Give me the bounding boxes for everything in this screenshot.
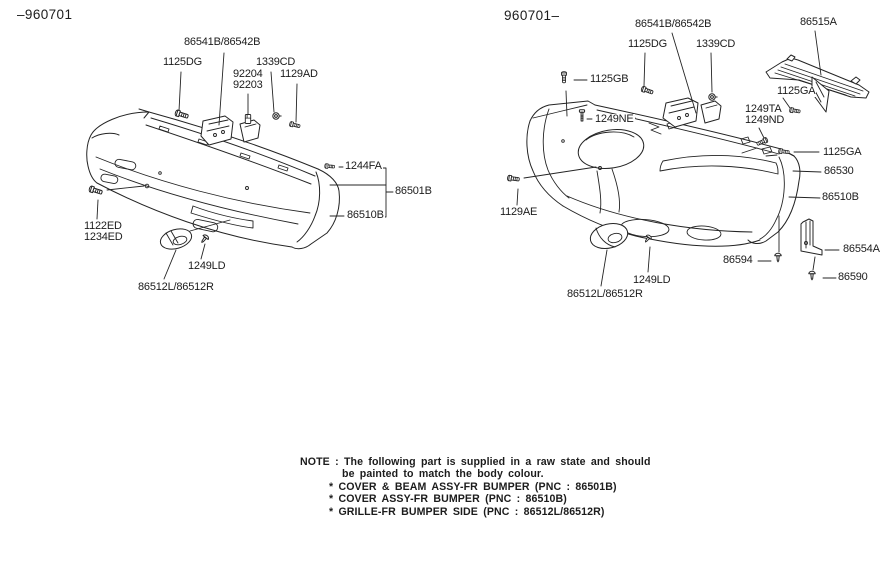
bolt-icon-1125GA-side [777,148,790,156]
screw-icon-86594 [774,252,782,263]
left-leader-lines [96,52,394,280]
left-bracket-86541B [200,115,261,146]
part-label-86510B-right: 86510B [821,191,860,203]
right-bumper-art [526,54,870,256]
part-label-1125DG-right: 1125DG [627,38,668,50]
part-label-1125GA-side: 1125GA [822,146,863,158]
part-label-92204: 92204 [232,68,264,80]
part-label-1125GA-top: 1125GA [776,85,817,97]
part-label-86541B-86542B-right: 86541B/86542B [634,18,713,30]
left-bumper-art [86,108,340,250]
part-label-86594: 86594 [722,254,754,266]
left-side-grille-86512 [159,228,193,250]
right-side-grille-86512 [589,222,629,250]
screw-icon-1249LD-left [198,233,211,245]
part-label-1249TA: 1249TA [744,103,783,115]
bolt-icon-1125GA-top [788,107,801,115]
part-label-86541B-86542B-left: 86541B/86542B [183,36,262,48]
part-label-1234ED: 1234ED [83,231,124,243]
bracket-86554A [800,218,823,256]
part-label-1122ED: 1122ED [83,220,123,232]
part-label-1129AE: 1129AE [499,206,539,218]
note-item-86501B: * COVER & BEAM ASSY-FR BUMPER (PNC : 865… [329,481,617,493]
part-label-86590: 86590 [837,271,869,283]
right-bracket-86541B [662,97,722,128]
rail-86515A [765,54,870,113]
right-diagram-date-code: 960701– [504,8,560,23]
part-label-1244FA: 1244FA [344,160,383,172]
part-label-1249LD-left: 1249LD [187,260,227,272]
part-label-1339CD-right: 1339CD [695,38,737,50]
left-diagram-date-code: –960701 [17,7,73,22]
pin-icon-1249NE [578,109,586,122]
part-label-1125DG-left: 1125DG [162,56,203,68]
note-item-86510B: * COVER ASSY-FR BUMPER (PNC : 86510B) [329,493,567,505]
right-leader-lines [516,30,840,287]
bolt-icon-1125GB [561,71,567,84]
part-label-86530: 86530 [823,165,855,177]
bolt-icon-1122ED [88,185,104,196]
nut-icon-1339CD [272,112,282,120]
bolt-icon-1125DG-right [640,85,655,96]
part-label-1339CD-left: 1339CD [255,56,297,68]
note-line-2: be painted to match the body colour. [342,468,544,480]
part-label-1125GB: 1125GB [589,73,630,85]
part-label-86554A: 86554A [842,243,881,255]
part-label-1249NE: 1249NE [594,113,635,125]
note-item-86512: * GRILLE-FR BUMPER SIDE (PNC : 86512L/86… [329,506,605,518]
part-label-86510B-left: 86510B [346,209,385,221]
part-label-1249ND: 1249ND [744,114,786,126]
screw-icon-1249LD-right [642,233,653,245]
part-label-86512L-86512R-right: 86512L/86512R [566,288,644,300]
part-label-92203: 92203 [232,79,264,91]
note-line-1: NOTE : The following part is supplied in… [300,456,651,468]
part-label-86515A: 86515A [799,16,838,28]
nut-icon-1339CD-right [708,93,718,101]
bolt-icon-1129AE [506,174,521,183]
part-label-86512L-86512R-left: 86512L/86512R [137,281,215,293]
part-label-1129AD: 1129AD [279,68,319,80]
clip-icon-92204 [244,114,252,124]
part-label-1249LD-right: 1249LD [632,274,672,286]
bolt-icon-1244FA [324,163,336,170]
part-label-86501B-left: 86501B [394,185,433,197]
screw-icon-1129AD [288,120,301,130]
screw-icon-86590 [808,270,816,281]
bolt-icon-1125DG [174,109,190,120]
